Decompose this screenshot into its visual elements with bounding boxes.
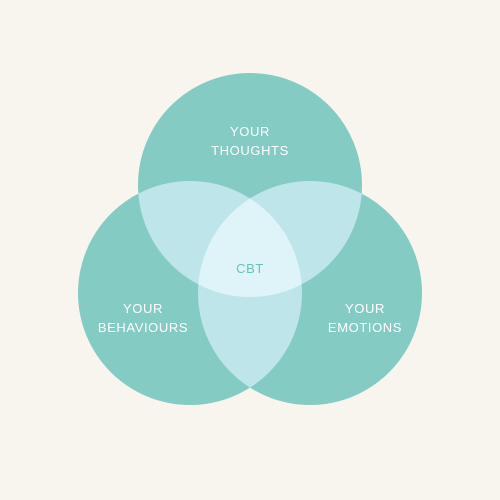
behaviours-label-line1: YOUR (123, 301, 163, 316)
emotions-label-line2: EMOTIONS (328, 320, 402, 335)
thoughts-label-line1: YOUR (230, 124, 270, 139)
emotions-label-line1: YOUR (345, 301, 385, 316)
thoughts-label-line2: THOUGHTS (211, 143, 289, 158)
overlap-center (198, 181, 302, 297)
behaviours-label-line2: BEHAVIOURS (98, 320, 188, 335)
center-label: CBT (236, 261, 264, 276)
